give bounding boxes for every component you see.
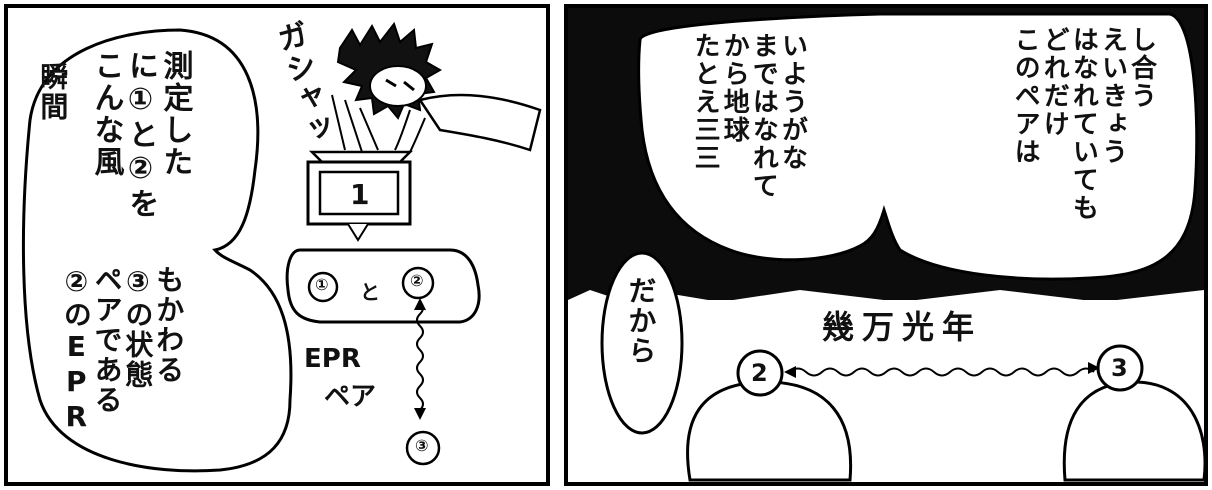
node-1-circle: [307, 271, 339, 303]
right-node-2-circle: [736, 349, 784, 397]
node-3-label: ③: [415, 436, 429, 455]
epr-label-2: ペア: [324, 382, 377, 412]
node-2-circle: [401, 266, 435, 300]
bubble-line-2: に①と②を: [123, 50, 158, 220]
pair-node-1-label: ①: [315, 275, 329, 294]
right-node-2-label: 2: [751, 359, 768, 387]
small-bubble: [600, 251, 684, 435]
thought-line-4: えいきょう: [1097, 26, 1128, 166]
narration-text: 瞬間: [36, 62, 70, 122]
right-entanglement-link: [789, 367, 1095, 377]
epr-label: EPR: [304, 344, 361, 374]
right-node-3-label: 3: [1111, 354, 1128, 382]
measurement-device: [306, 150, 414, 242]
node-3-circle: [405, 430, 441, 466]
right-thought-bubble: [637, 12, 1199, 281]
screen-number: 1: [350, 178, 370, 211]
small-bubble-text: だから: [624, 276, 658, 366]
thought2-line-1: たとえ三三: [690, 32, 721, 172]
pair-node-2-label: ②: [410, 271, 424, 290]
bubble-text-2: もかわる ③の状態 ペアである ②のEPR: [59, 265, 186, 465]
character-figure: [331, 21, 542, 153]
pair-and-text: と: [360, 280, 380, 304]
thought-text-2: いようがな まではなれて から地球 たとえ三三: [690, 32, 808, 262]
left-speech-bubble: [21, 28, 293, 473]
thought-line-5: し合う: [1126, 26, 1157, 110]
bubble2-line-1: ②のEPR: [59, 265, 93, 435]
entanglement-link: [416, 301, 424, 411]
thought2-line-3: まではなれて: [748, 32, 779, 200]
bubble2-line-4: もかわる: [152, 265, 186, 385]
bubble-line-1: こんな風: [88, 50, 124, 178]
thought-line-1: このペアは: [1010, 26, 1041, 166]
thought2-line-4: いようがな: [777, 32, 808, 172]
bubble-line-3: 測定した: [157, 50, 193, 178]
thought-line-2: どれだけ: [1039, 26, 1070, 138]
thought-line-3: はなれていても: [1068, 26, 1099, 222]
thought-text-1: し合う えいきょう はなれていても どれだけ このペアは: [1010, 26, 1156, 256]
pair-bubble: [285, 248, 481, 324]
bubble-text-1: 測定した に①と②を こんな風: [88, 50, 193, 280]
bubble2-line-2: ペアである: [90, 265, 124, 415]
thought2-line-2: から地球: [719, 32, 750, 144]
bubble2-line-3: ③の状態: [121, 265, 155, 390]
distance-label: 幾万光年: [822, 308, 983, 346]
